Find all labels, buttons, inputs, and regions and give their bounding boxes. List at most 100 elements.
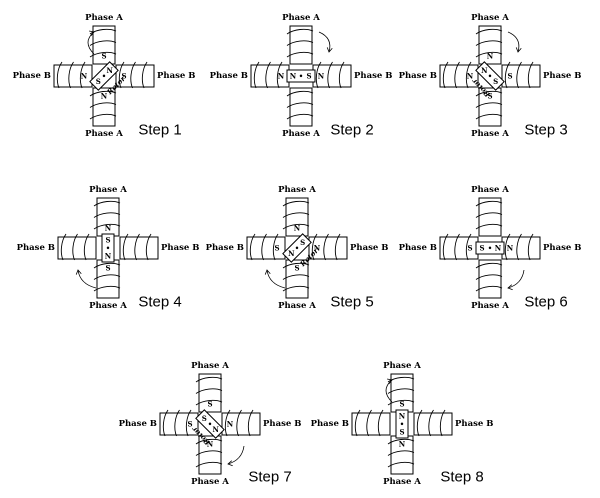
rotor: S•N	[286, 69, 316, 83]
rotation-arrow	[87, 30, 95, 55]
phase-a-bottom-label: Phase A	[85, 129, 123, 139]
phase-b-right-polarity: N	[227, 420, 234, 429]
phase-b-right-coil	[122, 233, 152, 261]
phase-a-bottom-label: Phase A	[383, 477, 421, 487]
phase-a-top-coil	[286, 28, 314, 58]
phase-b-right-pole	[221, 412, 261, 436]
phase-b-left-label: Phase B	[399, 71, 437, 81]
phase-a-top-pole	[92, 25, 116, 65]
phase-b-right-coil	[315, 61, 345, 89]
phase-b-right-pole	[413, 412, 453, 436]
step-label: Step 4	[138, 294, 181, 311]
rotor: S•N	[282, 233, 312, 263]
phase-a-top-polarity: S	[207, 400, 212, 409]
phase-a-bottom-label: Phase A	[471, 129, 509, 139]
rotor-center-dot: •	[102, 72, 106, 81]
rotor-bottom-polarity: N	[105, 252, 112, 261]
phase-b-left-coil	[442, 61, 472, 89]
rotor-top-polarity: S	[105, 236, 110, 245]
rotor: S•N	[101, 233, 115, 263]
rotation-arrow	[507, 31, 522, 53]
rotor: N•S	[395, 409, 409, 439]
rotor: S•N	[475, 61, 505, 91]
rotation-arrow	[75, 269, 97, 289]
phase-b-left-pole	[351, 412, 391, 436]
phase-a-top-label: Phase A	[471, 185, 509, 195]
phase-a-bottom-coil	[475, 90, 503, 120]
phase-b-right-polarity: S	[121, 72, 126, 81]
rotor-top-polarity: N	[399, 412, 406, 421]
rotor-body	[475, 61, 505, 91]
phase-a-top-pole	[198, 373, 222, 413]
rotor-body	[89, 61, 119, 91]
rotor-body	[101, 233, 115, 263]
phase-a-bottom-polarity: S	[105, 264, 110, 273]
rotation-arrow	[227, 445, 245, 467]
rotor-bottom-polarity: N	[481, 66, 488, 75]
phase-a-top-polarity: N	[487, 52, 494, 61]
phase-b-left-polarity: N	[467, 72, 474, 81]
phase-a-bottom-coil	[89, 90, 117, 120]
rotor: N•S	[475, 241, 505, 255]
phase-b-right-label: Phase B	[455, 419, 493, 429]
phase-b-left-label: Phase B	[399, 243, 437, 253]
rotor-top-polarity: N	[212, 425, 219, 434]
phase-a-bottom-pole	[285, 259, 309, 299]
phase-a-bottom-pole	[198, 435, 222, 475]
phase-a-bottom-pole	[478, 87, 502, 127]
phase-b-left-coil	[60, 233, 90, 261]
rotor-body	[286, 69, 316, 83]
phase-a-top-label: Phase A	[89, 185, 127, 195]
phase-a-bottom-coil	[387, 438, 415, 468]
phase-a-top-coil	[89, 28, 117, 58]
phase-b-left-coil	[253, 61, 283, 89]
rotor-center-dot: •	[488, 71, 492, 80]
phase-b-left-polarity: S	[274, 244, 279, 253]
phase-a-bottom-polarity: S	[294, 264, 299, 273]
rotor-bottom-polarity: S	[479, 244, 484, 253]
step-label: Step 5	[330, 294, 373, 311]
phase-a-bottom-polarity: S	[487, 92, 492, 101]
rotor-bottom-polarity: N	[288, 249, 295, 258]
phase-b-left-label: Phase B	[210, 71, 248, 81]
phase-a-top-label: Phase A	[282, 13, 320, 23]
phase-b-left-coil	[162, 409, 192, 437]
phase-a-top-coil	[475, 28, 503, 58]
phase-b-left-coil	[56, 61, 86, 89]
phase-a-bottom-label: Phase A	[282, 129, 320, 139]
rotor-center-dot: •	[295, 244, 299, 253]
step-label: Step 3	[524, 122, 567, 139]
rotor-body	[395, 409, 409, 439]
phase-b-left-label: Phase B	[13, 71, 51, 81]
phase-a-bottom-polarity: N	[399, 440, 406, 449]
phase-a-top-pole	[478, 197, 502, 237]
phase-a-top-pole	[285, 197, 309, 237]
phase-b-left-polarity: S	[467, 244, 472, 253]
phase-a-top-pole	[289, 25, 313, 65]
phase-b-right-pole	[119, 236, 159, 260]
phase-b-right-label: Phase B	[543, 71, 581, 81]
phase-a-bottom-coil	[282, 262, 310, 292]
phase-a-top-label: Phase A	[191, 361, 229, 371]
step-label: Step 7	[248, 469, 291, 486]
phase-b-left-coil	[354, 409, 384, 437]
phase-a-bottom-coil	[286, 90, 314, 120]
phase-a-top-coil	[93, 200, 121, 230]
phase-a-top-polarity: N	[105, 224, 112, 233]
rotor-center-dot: •	[208, 420, 212, 429]
phase-a-top-coil	[387, 376, 415, 406]
rotor-top-polarity: N	[495, 244, 502, 253]
phase-a-top-polarity: N	[294, 224, 301, 233]
phase-a-bottom-label: Phase A	[471, 301, 509, 311]
phase-b-left-pole	[57, 236, 97, 260]
phase-a-top-polarity: S	[101, 52, 106, 61]
rotation-arrow	[385, 378, 393, 403]
rotation-arrow	[264, 269, 286, 289]
phase-b-left-pole	[246, 236, 286, 260]
rotation-arrow	[507, 269, 525, 291]
rotor-top-polarity: S	[493, 77, 498, 86]
rotor-body	[475, 241, 505, 255]
phase-b-right-pole	[308, 236, 348, 260]
